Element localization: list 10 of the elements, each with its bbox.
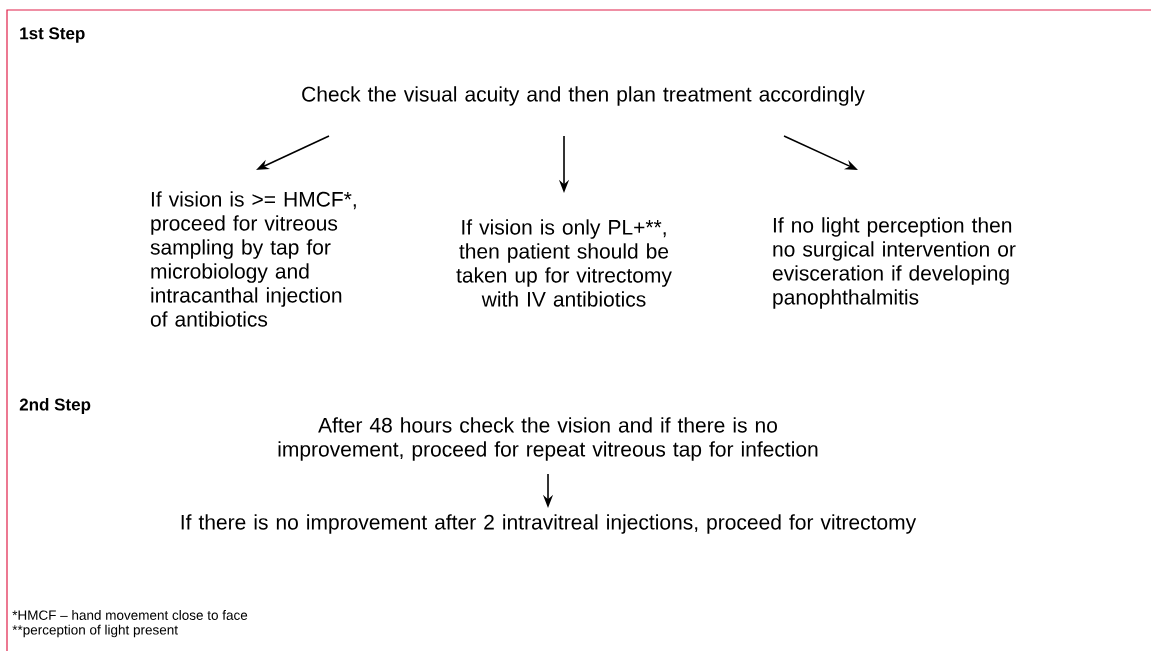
step-text: After 48 hours check the vision and if there is no improvement, proceed for repeat vitreous tap for infection	[278, 417, 818, 461]
step-heading: 1st Step	[20, 27, 85, 43]
step-text: If vision is only PL+**, then patient should be taken up for vitrectomy with IV antibiotics	[456, 219, 672, 307]
footnote: **perception of light present	[12, 624, 178, 638]
step-heading: 2nd Step	[19, 398, 91, 414]
step-text: If no light perception then no surgical intervention or evisceration if developing panophthalmitis	[772, 217, 1016, 309]
footnote: *HMCF – hand movement close to face	[12, 610, 248, 620]
step-text: If vision is >= HMCF*, proceed for vitreous sampling by tap for microbiology and intracanthal injection of antibiotics	[150, 191, 356, 327]
step-text: If there is no improvement after 2 intravitreal injections, proceed for vitrectomy	[181, 514, 917, 534]
step-text: Check the visual acuity and then plan treatment accordingly	[302, 86, 865, 106]
